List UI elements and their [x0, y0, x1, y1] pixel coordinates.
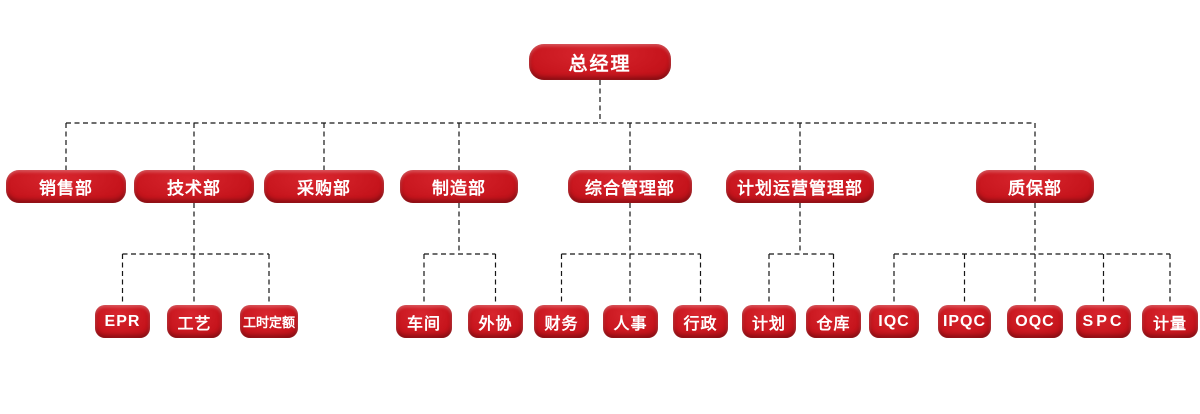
org-node-metrology[interactable]: 计量 [1142, 305, 1198, 338]
org-node-purchasing-dept[interactable]: 采购部 [264, 170, 384, 203]
org-node-planning[interactable]: 计划 [742, 305, 796, 338]
org-node-human-resources[interactable]: 人事 [603, 305, 658, 338]
org-node-administration[interactable]: 行政 [673, 305, 728, 338]
org-node-spc[interactable]: SPC [1076, 305, 1131, 338]
org-node-finance[interactable]: 财务 [534, 305, 589, 338]
org-node-labor-hour-quota[interactable]: 工时定额 [240, 305, 298, 338]
org-node-technology-dept[interactable]: 技术部 [134, 170, 254, 203]
org-node-outsourcing[interactable]: 外协 [468, 305, 523, 338]
org-node-workshop[interactable]: 车间 [396, 305, 452, 338]
org-node-manufacturing-dept[interactable]: 制造部 [400, 170, 518, 203]
org-node-warehouse[interactable]: 仓库 [806, 305, 861, 338]
org-node-epr[interactable]: EPR [95, 305, 150, 338]
org-node-process-engineering[interactable]: 工艺 [167, 305, 222, 338]
org-node-iqc[interactable]: IQC [869, 305, 919, 338]
org-node-general-admin-dept[interactable]: 综合管理部 [568, 170, 692, 203]
org-node-oqc[interactable]: OQC [1007, 305, 1063, 338]
org-node-general-manager[interactable]: 总经理 [529, 44, 671, 80]
org-node-plan-operations-dept[interactable]: 计划运营管理部 [726, 170, 874, 203]
org-node-quality-assurance-dept[interactable]: 质保部 [976, 170, 1094, 203]
org-node-sales-dept[interactable]: 销售部 [6, 170, 126, 203]
org-node-ipqc[interactable]: IPQC [938, 305, 991, 338]
